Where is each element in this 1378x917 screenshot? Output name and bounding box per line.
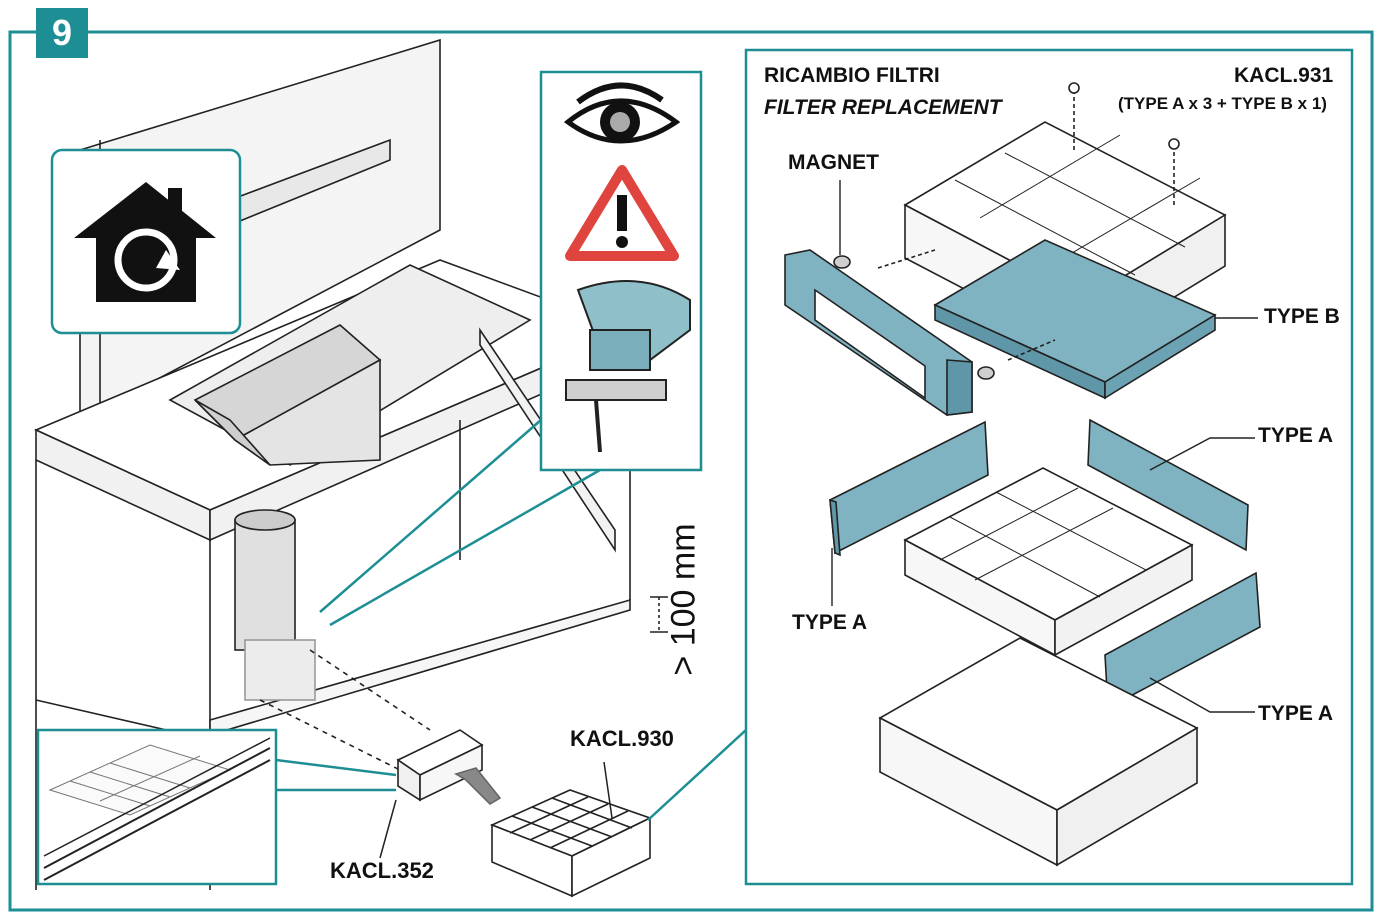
step-number-badge: 9 — [36, 8, 88, 58]
eye-icon — [563, 82, 681, 144]
kacl352-label: KACL.352 — [330, 858, 434, 883]
filter-exploded-view — [784, 82, 1261, 867]
magnet-label: MAGNET — [788, 151, 879, 174]
dimension-label: > 100 mm — [664, 523, 703, 676]
kit-composition: (TYPE A x 3 + TYPE B x 1) — [1118, 94, 1327, 113]
outer-frame — [8, 30, 1374, 912]
kacl352-leader — [379, 799, 397, 859]
filter-detail-illustration — [43, 737, 271, 881]
dimension-marker — [650, 596, 668, 633]
title-english: FILTER REPLACEMENT — [764, 96, 1002, 119]
type-a-label-bottom: TYPE A — [1258, 702, 1334, 725]
type-b-label: TYPE B — [1264, 305, 1340, 328]
kit-code: KACL.931 — [1234, 64, 1334, 87]
kacl930-leader — [603, 761, 613, 819]
kacl930-label: KACL.930 — [570, 726, 674, 751]
filter-replacement-frame — [647, 48, 1354, 886]
type-a-label-left: TYPE A — [792, 611, 868, 634]
jigsaw-icon — [565, 280, 691, 453]
home-rotate-icon — [74, 182, 216, 302]
kacl930-filter-cube — [489, 789, 653, 898]
title-italian: RICAMBIO FILTRI — [764, 64, 940, 87]
type-a-label-top: TYPE A — [1258, 424, 1334, 447]
warning-triangle-icon — [565, 165, 679, 261]
